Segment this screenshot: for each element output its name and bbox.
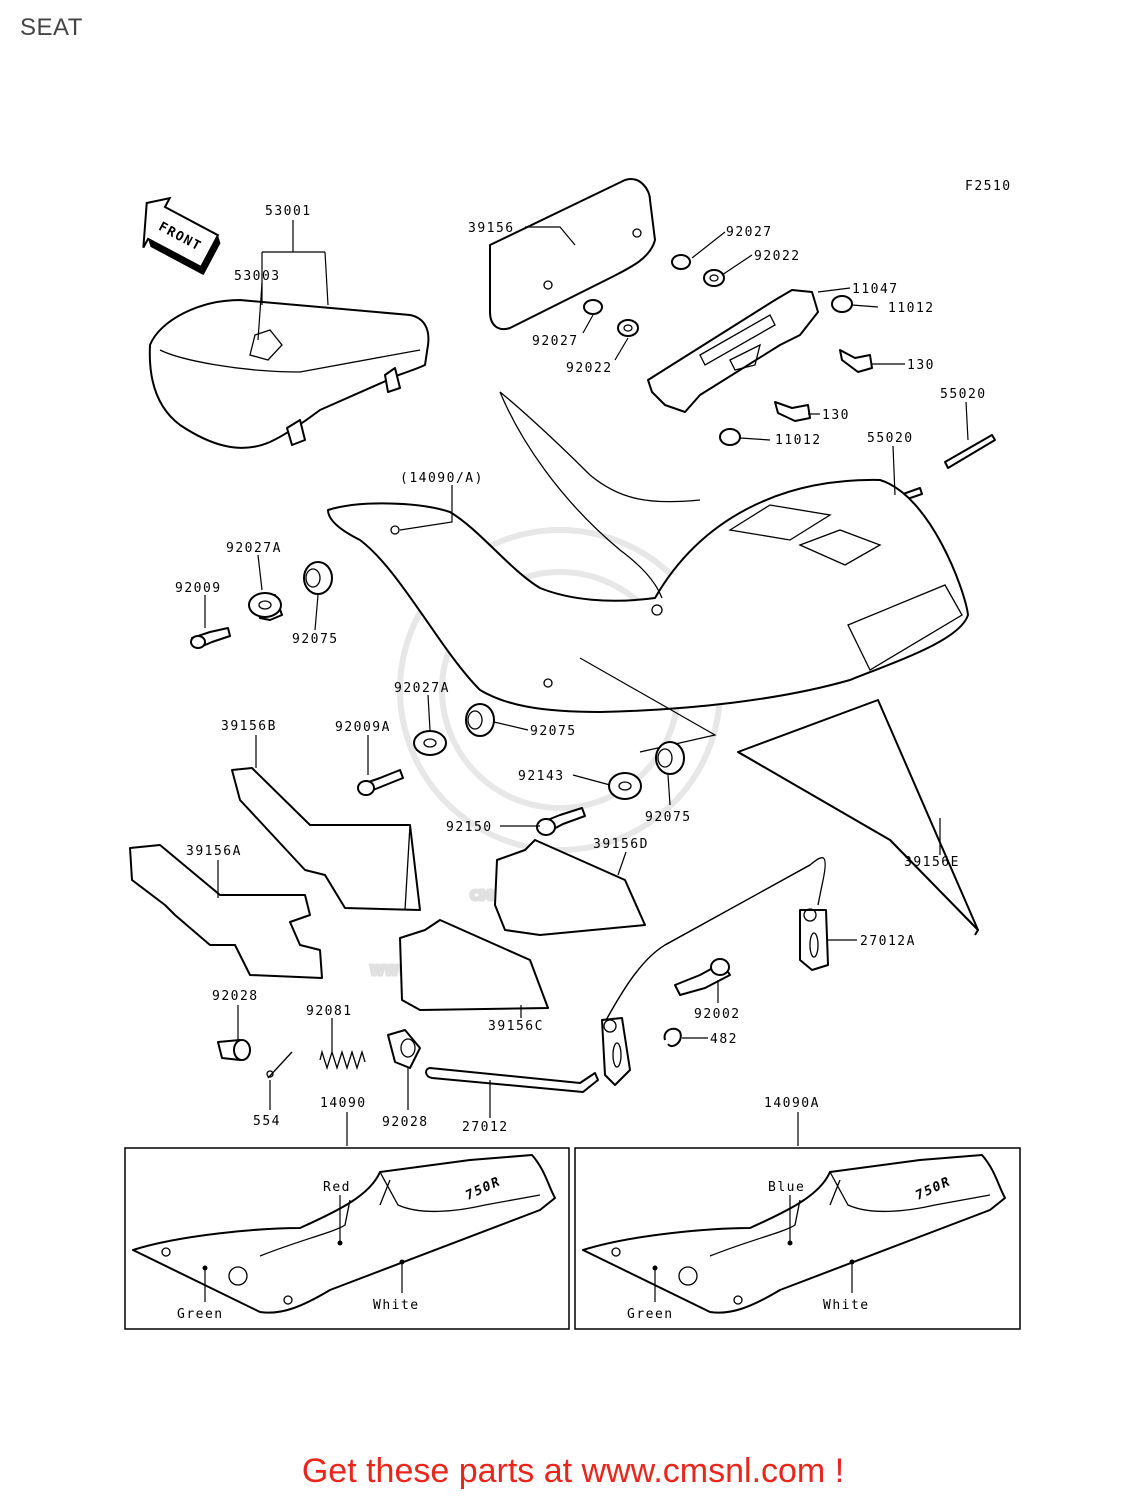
rod-27012A — [604, 857, 829, 1023]
label-92075-mid: 92075 — [530, 724, 577, 739]
cotter-pin-554 — [266, 1051, 293, 1079]
bracket-27012 — [601, 1017, 631, 1086]
inset-right-wire-green: Green — [627, 1307, 674, 1322]
pad-39156D — [494, 839, 646, 936]
inset-left-wire-white: White — [373, 1298, 420, 1313]
label-130-lower: 130 — [822, 408, 850, 423]
label-92027-top: 92027 — [726, 225, 773, 240]
seat-53001 — [148, 299, 430, 449]
figure-code: F2510 — [965, 179, 1012, 194]
label-92027-lower: 92027 — [532, 334, 579, 349]
collar-92027-top — [671, 254, 691, 270]
inset-14090: 750R Red Green White — [124, 1147, 570, 1330]
label-55020-left: 55020 — [867, 431, 914, 446]
label-92009: 92009 — [175, 581, 222, 596]
inset-right-wire-white: White — [823, 1298, 870, 1313]
label-27012: 27012 — [462, 1120, 509, 1135]
label-92143: 92143 — [518, 769, 565, 784]
damper-11012-top — [831, 295, 853, 313]
label-39156E: 39156E — [904, 855, 960, 870]
pin-92028-right — [387, 1029, 421, 1069]
tape-55020-right — [944, 434, 996, 469]
inset-14090A: 750R Blue Green White — [574, 1147, 1021, 1330]
label-39156: 39156 — [468, 221, 515, 236]
label-482: 482 — [710, 1032, 738, 1047]
label-14090-A-paren: (14090/A) — [400, 471, 484, 486]
collar-92027A-upper — [248, 592, 283, 621]
page-title: SEAT — [20, 14, 83, 41]
label-92028-right: 92028 — [382, 1115, 429, 1130]
label-92009A: 92009A — [335, 720, 391, 735]
label-92028-left: 92028 — [212, 989, 259, 1004]
washer-92022-lower — [617, 319, 639, 337]
leader-lines — [204, 220, 969, 1146]
collar-92027A-lower — [413, 730, 447, 756]
label-39156B: 39156B — [221, 719, 277, 734]
collar-92027-lower — [583, 299, 603, 315]
label-11012-lower: 11012 — [775, 433, 822, 448]
bracket-11047 — [647, 289, 819, 413]
label-39156D: 39156D — [593, 837, 649, 852]
label-39156C: 39156C — [488, 1019, 544, 1034]
label-92075-upper: 92075 — [292, 632, 339, 647]
label-92022-lower: 92022 — [566, 361, 613, 376]
seat-cowl-cover-39156 — [489, 178, 656, 331]
label-55020-right: 55020 — [940, 387, 987, 402]
label-92027A-lower: 92027A — [394, 681, 450, 696]
label-92002: 92002 — [694, 1007, 741, 1022]
label-554: 554 — [253, 1114, 281, 1129]
promo-link[interactable]: Get these parts at www.cmsnl.com ! — [301, 1452, 845, 1490]
grommet-92075-mid — [465, 703, 495, 737]
bolt-92002 — [674, 958, 731, 996]
pad-39156B — [231, 767, 421, 911]
bolt-130-lower — [774, 401, 811, 422]
inset-left-wire-green: Green — [177, 1307, 224, 1322]
label-27012A: 27012A — [860, 934, 916, 949]
pad-39156A — [129, 844, 323, 979]
grommet-92143 — [608, 772, 642, 800]
seat-cowl-14090 — [327, 391, 969, 753]
spring-92081 — [319, 1049, 366, 1071]
pad-39156C — [399, 919, 549, 1011]
clip-482 — [663, 1027, 682, 1048]
label-39156A: 39156A — [186, 844, 242, 859]
grommet-92075-upper — [303, 561, 333, 595]
inset-left-wire-red: Red — [323, 1180, 351, 1195]
bolt-130-top — [839, 349, 873, 373]
label-11047: 11047 — [852, 282, 899, 297]
front-arrow-icon: FRONT — [142, 196, 221, 276]
label-14090: 14090 — [320, 1096, 367, 1111]
label-92022-top: 92022 — [754, 249, 801, 264]
label-92150: 92150 — [446, 820, 493, 835]
label-53003: 53003 — [234, 269, 281, 284]
bolt-92150 — [536, 807, 586, 836]
label-92027A-upper: 92027A — [226, 541, 282, 556]
label-14090A: 14090A — [764, 1096, 820, 1111]
grommet-92075-right — [655, 741, 685, 775]
washer-92022-top — [703, 269, 725, 287]
label-11012-top: 11012 — [888, 301, 935, 316]
label-92075-right: 92075 — [645, 810, 692, 825]
pin-92028-left — [217, 1039, 251, 1061]
screw-92009 — [190, 627, 231, 649]
screw-92009A — [357, 769, 404, 796]
damper-11012-lower — [719, 428, 741, 446]
label-130-top: 130 — [907, 358, 935, 373]
inset-right-wire-blue: Blue — [768, 1180, 805, 1195]
rod-27012 — [425, 1067, 599, 1093]
pad-39156E — [737, 699, 979, 936]
label-92081: 92081 — [306, 1004, 353, 1019]
label-53001: 53001 — [265, 204, 312, 219]
